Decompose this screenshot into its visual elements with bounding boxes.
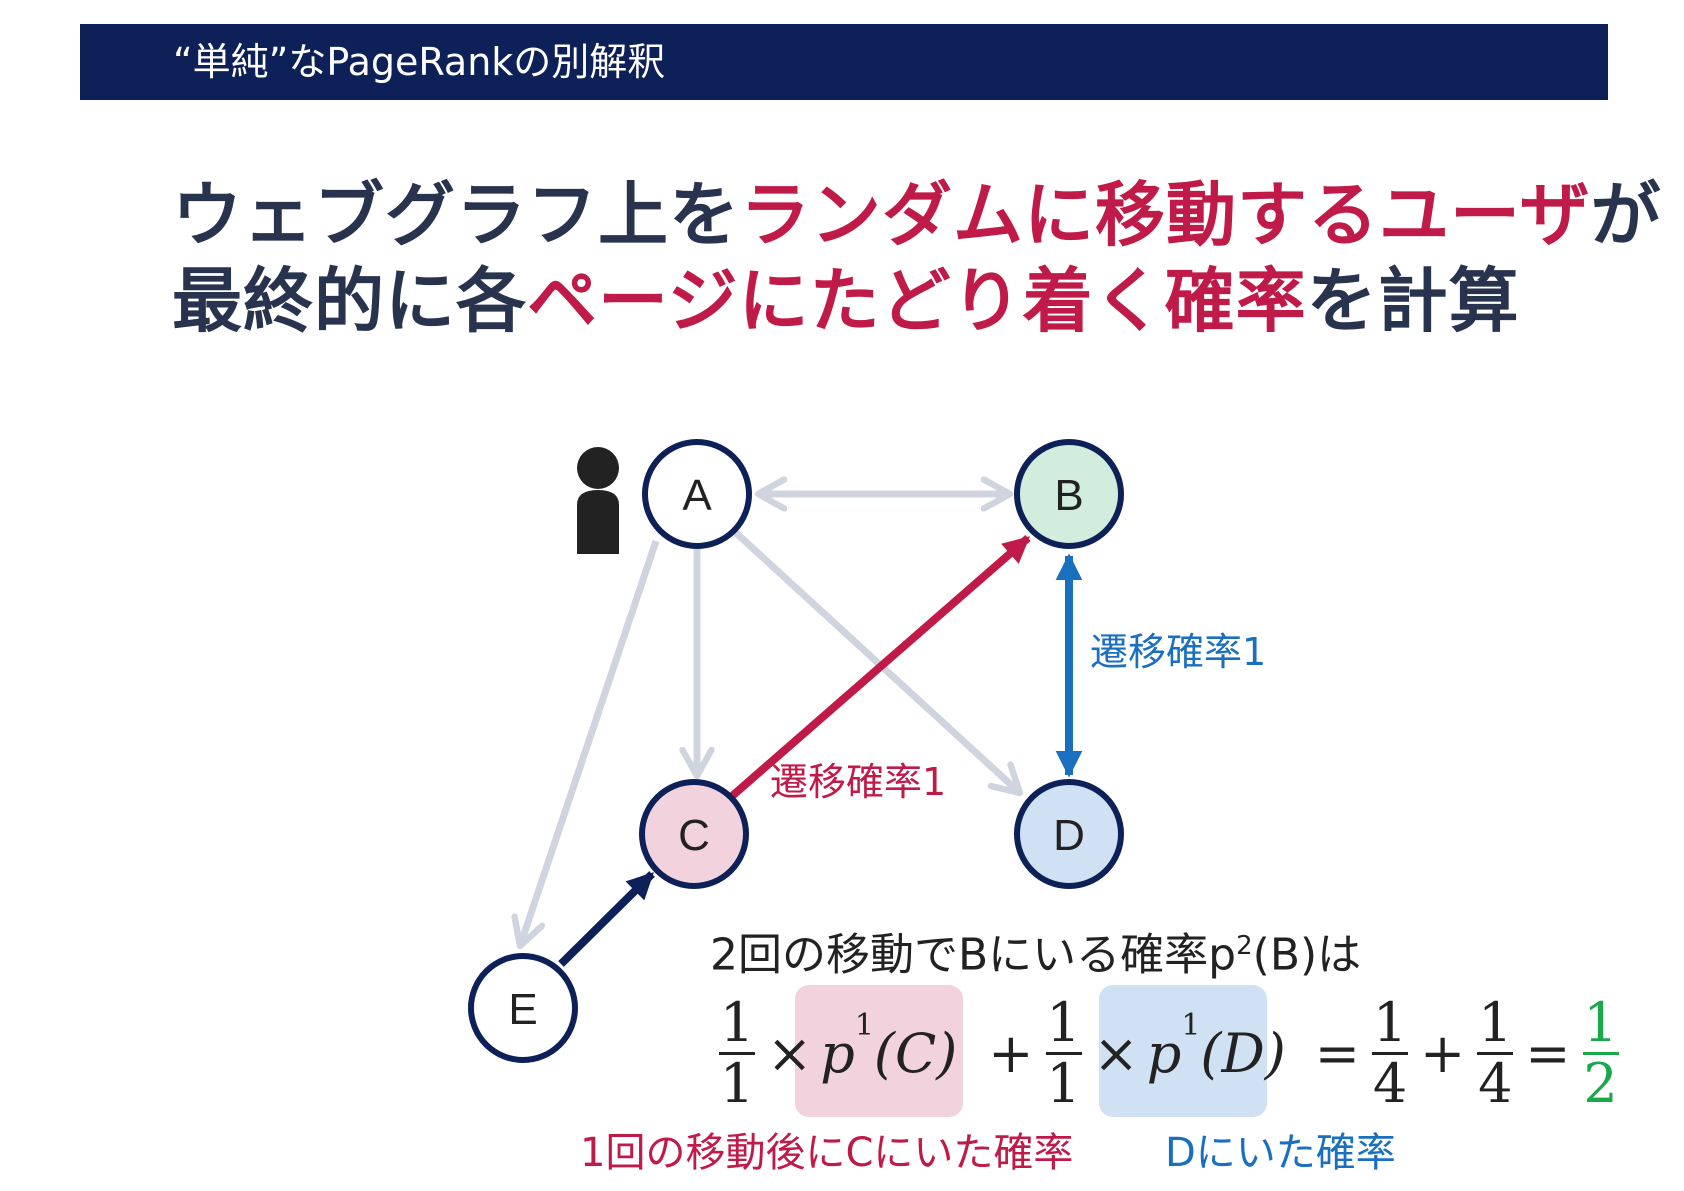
headline-line-2: 最終的に各ページにたどり着く確率を計算 [172, 256, 1520, 346]
term-1-arg: (C) [873, 1021, 958, 1085]
node-b-label: B [1054, 471, 1083, 520]
node-a: A [642, 439, 752, 549]
header-title: “単純”なPageRankの別解釈 [173, 40, 666, 84]
plus-sign-2: + [1420, 1021, 1466, 1085]
equals-sign-1: = [1314, 1021, 1360, 1085]
edge-label-b-d: 遷移確率1 [1090, 630, 1266, 674]
caption-d: Dにいた確率 [1165, 1130, 1396, 1176]
headline-2-pre: 最終的に各 [172, 260, 527, 342]
equation-title-post: (B)は [1252, 929, 1362, 981]
term-2-var: p [1146, 1021, 1182, 1085]
headline-1-pre: ウェブグラフ上を [172, 174, 740, 256]
term-2: p1(D) [1146, 1008, 1307, 1085]
edge-c-b [728, 534, 1031, 801]
fraction-3-den: 4 [1372, 1051, 1408, 1115]
fraction-1-den: 1 [719, 1051, 755, 1115]
fraction-2-den: 1 [1046, 1051, 1081, 1115]
times-sign-2: × [1093, 1021, 1139, 1085]
headline-1-highlight: ランダムに移動するユーザ [740, 174, 1591, 256]
term-2-sup: 1 [1181, 1007, 1201, 1043]
edge-a-e [520, 539, 660, 946]
term-1-var: p [820, 1021, 855, 1085]
equation-title: 2回の移動でBにいる確率p2(B)は [710, 918, 1361, 984]
term-1-sup: 1 [854, 1007, 874, 1043]
edge-label-c-b: 遷移確率1 [770, 760, 946, 804]
fraction-4-num: 1 [1478, 990, 1513, 1054]
node-d: D [1014, 779, 1124, 889]
headline-1-post: が [1590, 174, 1662, 256]
headline-2-post: を計算 [1306, 260, 1520, 342]
equals-sign-2: = [1525, 1021, 1571, 1085]
person-icon [577, 447, 619, 554]
times-sign-1: × [767, 1021, 813, 1085]
header-bar: “単純”なPageRankの別解釈 [80, 24, 1608, 100]
equation-title-sup: 2 [1236, 931, 1253, 961]
headline-line-1: ウェブグラフ上をランダムに移動するユーザが [172, 170, 1662, 260]
result-num: 1 [1583, 990, 1618, 1054]
node-a-label: A [682, 471, 712, 520]
node-c-label: C [678, 811, 710, 860]
caption-c: 1回の移動後にCにいた確率 [580, 1130, 1074, 1176]
node-c: C [639, 779, 749, 889]
headline-2-highlight: ページにたどり着く確率 [527, 260, 1307, 342]
highlight-box-c [795, 985, 963, 1117]
node-e: E [468, 953, 578, 1063]
plus-sign-1: + [988, 1021, 1034, 1085]
node-b: B [1014, 439, 1124, 549]
highlight-box-d [1099, 985, 1267, 1117]
term-2-arg: (D) [1200, 1021, 1286, 1085]
edge-a-d [732, 529, 1020, 793]
node-d-label: D [1053, 811, 1085, 860]
edge-e-c [558, 871, 655, 967]
fraction-1-num: 1 [719, 990, 755, 1054]
fraction-3-num: 1 [1372, 990, 1408, 1054]
fraction-2-num: 1 [1046, 990, 1081, 1054]
equation-title-pre: 2回の移動でBにいる確率p [710, 929, 1237, 981]
result-den: 2 [1583, 1051, 1618, 1115]
term-1: p1(C) [820, 1008, 980, 1085]
fraction-4-den: 4 [1478, 1051, 1513, 1115]
node-e-label: E [508, 985, 537, 1034]
